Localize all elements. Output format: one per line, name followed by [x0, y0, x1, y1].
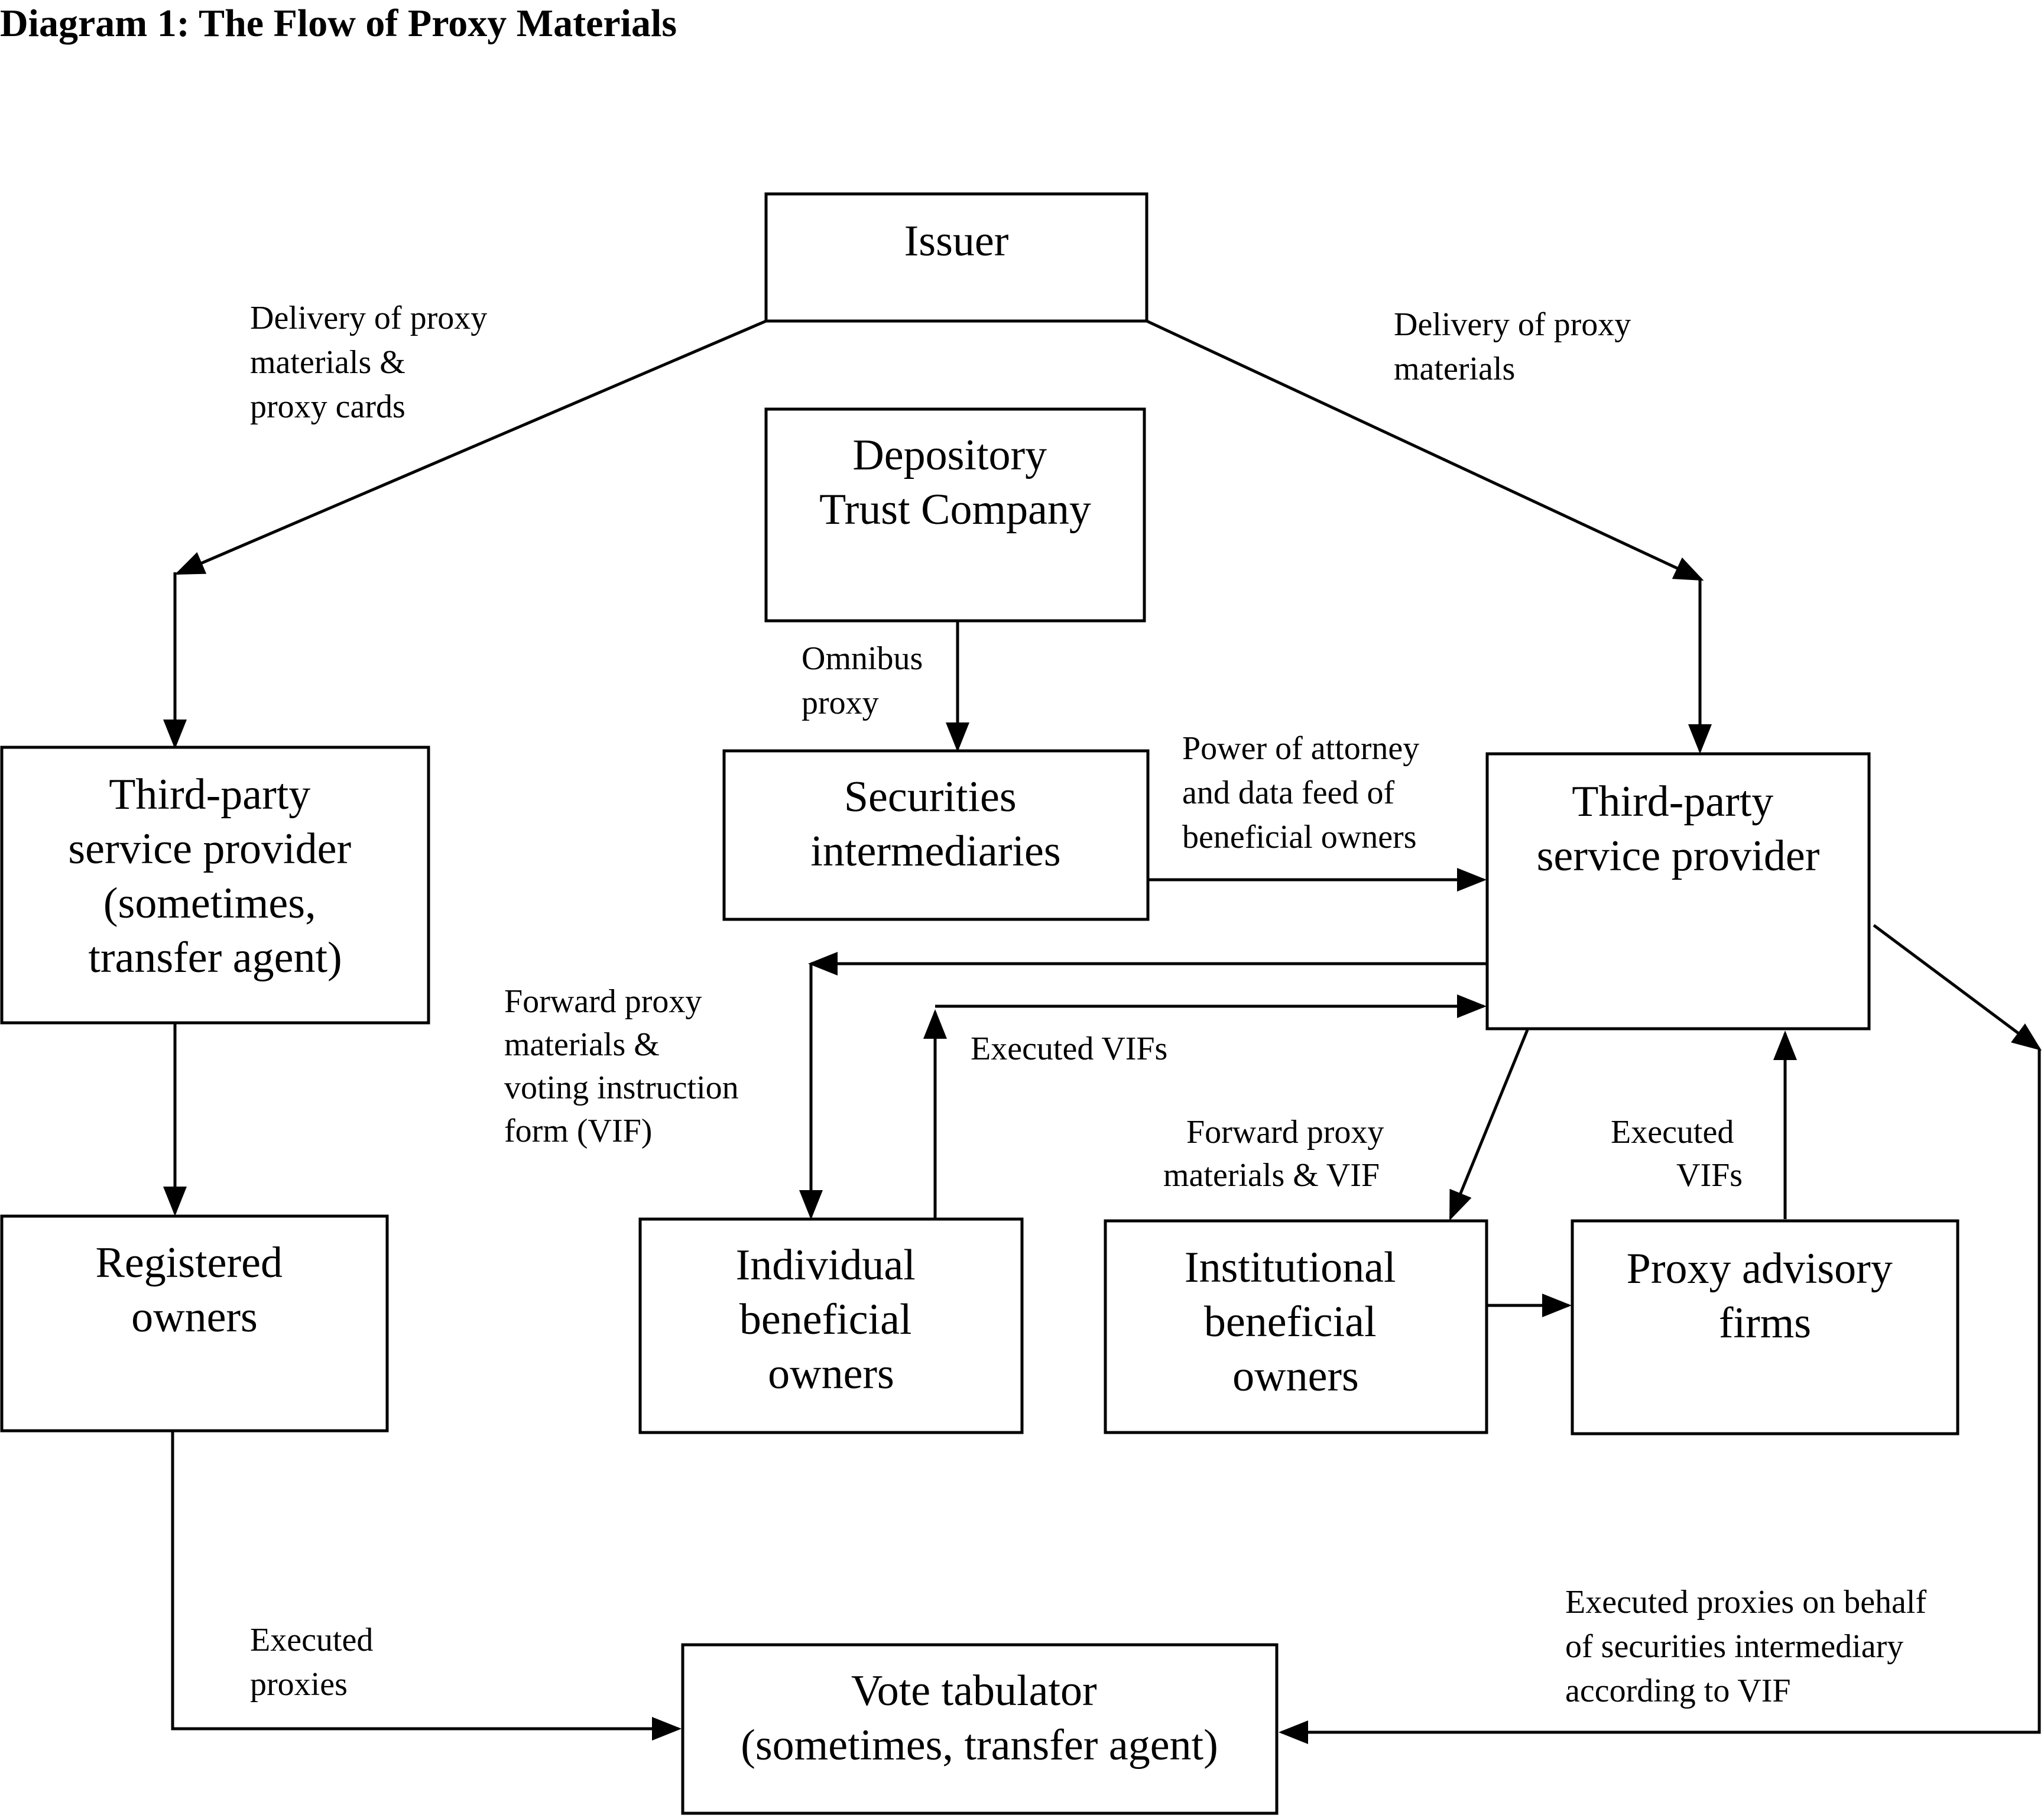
label-omnibus-proxy: Omnibus proxy	[802, 640, 931, 721]
third-party-provider-left-label: Third-party service provider (sometimes,…	[68, 770, 362, 982]
label-executed-vifs-individual: Executed VIFs	[971, 1030, 1167, 1067]
diagram-title: Diagram 1: The Flow of Proxy Materials	[0, 2, 677, 45]
individual-beneficial-owners-label: Individual beneficial owners	[736, 1241, 927, 1398]
issuer-label: Issuer	[904, 217, 1009, 265]
connectors	[163, 319, 2042, 1744]
label-executed-proxies-on-behalf: Executed proxies on behalf of securities…	[1565, 1584, 1935, 1709]
arrow-provider-to-right-edge	[1873, 923, 2042, 1051]
edge-labels: Delivery of proxy materials & proxy card…	[250, 300, 1935, 1709]
third-party-provider-right-label: Third-party service provider	[1537, 777, 1820, 880]
label-executed-vifs-advisory: Executed VIFs	[1611, 1114, 1743, 1194]
registered-owners-label: Registered owners	[96, 1239, 294, 1341]
label-executed-proxies: Executed proxies	[250, 1622, 381, 1703]
label-forward-vif-individual: Forward proxy materials & voting instruc…	[504, 983, 747, 1149]
third-party-provider-left-box: Third-party service provider (sometimes,…	[0, 746, 430, 1025]
depository-trust-company-label: Depository Trust Company	[819, 431, 1091, 534]
third-party-provider-right-box: Third-party service provider	[1485, 752, 1871, 1030]
label-delivery-left: Delivery of proxy materials & proxy card…	[250, 300, 495, 425]
arrow-provider-to-tabulator	[1279, 1049, 2041, 1744]
registered-owners-box: Registered owners	[0, 1214, 389, 1433]
institutional-beneficial-owners-label: Institutional beneficial owners	[1185, 1243, 1407, 1401]
arrow-registered-to-tabulator	[171, 1431, 682, 1741]
depository-trust-company-box: Depository Trust Company	[764, 407, 1146, 623]
individual-beneficial-owners-box: Individual beneficial owners	[638, 1217, 1024, 1434]
boxes: Issuer Depository Trust Company Securiti…	[0, 192, 1959, 1815]
institutional-beneficial-owners-box: Institutional beneficial owners	[1104, 1219, 1488, 1434]
securities-intermediaries-box: Securities intermediaries	[722, 749, 1150, 921]
arrow-provider-to-institutional	[1449, 1029, 1529, 1221]
vote-tabulator-label: Vote tabulator (sometimes, transfer agen…	[741, 1667, 1218, 1770]
proxy-advisory-firms-box: Proxy advisory firms	[1571, 1219, 1959, 1435]
label-delivery-right: Delivery of proxy materials	[1394, 306, 1639, 387]
arrow-issuer-to-right-provider	[1146, 319, 1704, 581]
vote-tabulator-box: Vote tabulator (sometimes, transfer agen…	[681, 1643, 1279, 1815]
issuer-box: Issuer	[764, 192, 1148, 323]
proxy-advisory-firms-label: Proxy advisory firms	[1627, 1245, 1904, 1347]
arrow-issuer-to-left-provider	[174, 319, 767, 575]
securities-intermediaries-label: Securities intermediaries	[810, 773, 1060, 876]
label-forward-vif-institutional: Forward proxy materials & VIF	[1163, 1114, 1392, 1194]
label-power-of-attorney: Power of attorney and data feed of benef…	[1182, 730, 1427, 855]
